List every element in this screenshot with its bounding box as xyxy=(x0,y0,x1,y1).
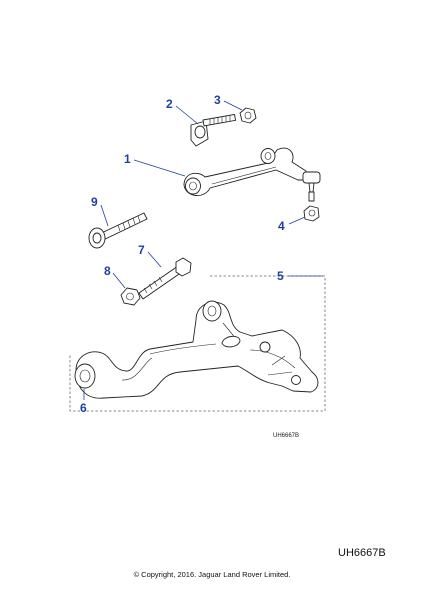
part-2-eccentric-bolt[interactable] xyxy=(190,113,237,147)
part-1-upper-control-arm[interactable] xyxy=(183,147,321,202)
callout-7: 7 xyxy=(138,243,145,257)
part-4-nut[interactable] xyxy=(303,205,320,222)
drawing-ref-small: UH6667B xyxy=(273,433,299,439)
callout-8: 8 xyxy=(104,264,111,278)
callout-2: 2 xyxy=(166,97,173,111)
part-7-bolt[interactable] xyxy=(138,257,192,300)
callout-9: 9 xyxy=(91,195,98,209)
part-5-lower-control-arm[interactable] xyxy=(74,300,319,399)
copyright-notice: © Copyright, 2016. Jaguar Land Rover Lim… xyxy=(133,570,291,579)
callout-6: 6 xyxy=(80,401,87,415)
part-9-bolt[interactable] xyxy=(88,212,148,249)
callout-5: 5 xyxy=(277,269,284,283)
part-8-nut[interactable] xyxy=(120,287,141,306)
callout-3: 3 xyxy=(214,93,221,107)
drawing-ref-large: UH6667B xyxy=(338,547,386,559)
part-3-nut[interactable] xyxy=(239,107,257,124)
callout-4: 4 xyxy=(278,219,285,233)
callout-1: 1 xyxy=(124,152,131,166)
leader-lines xyxy=(83,100,323,400)
part-5-group-outline xyxy=(69,275,326,412)
